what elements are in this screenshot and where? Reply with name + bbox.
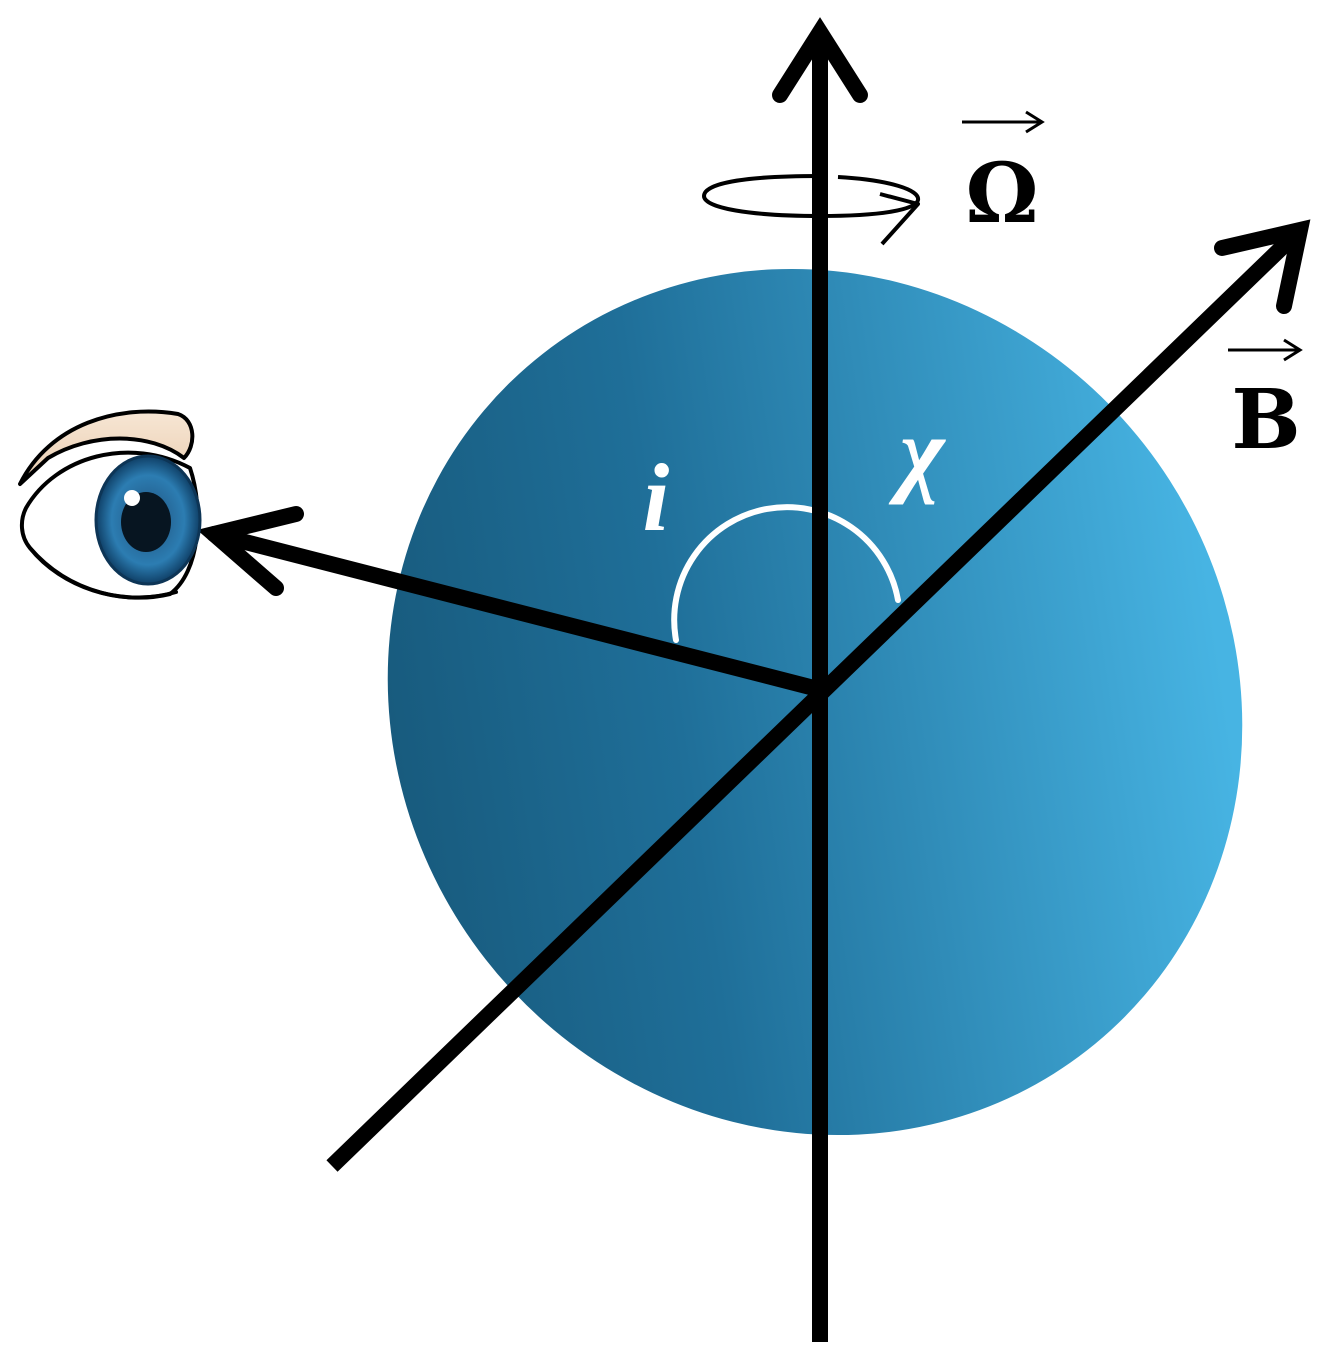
eye-icon [18, 409, 202, 600]
omega-label: Ω [962, 110, 1045, 242]
magnetic-axis-arrowhead [1214, 219, 1311, 314]
line-of-sight [197, 506, 822, 696]
magnetic-field-label: B [1228, 338, 1303, 468]
angle-arc [671, 504, 901, 643]
line-of-sight-arrowhead [197, 506, 304, 596]
magnetic-axis [326, 219, 1311, 1172]
inclination-angle-label: i [643, 444, 670, 551]
omega-symbol: Ω [966, 146, 1039, 242]
rotation-arrow-icon [701, 174, 920, 246]
rotation-axis-arrowhead [772, 17, 868, 103]
b-symbol: B [1231, 372, 1300, 468]
